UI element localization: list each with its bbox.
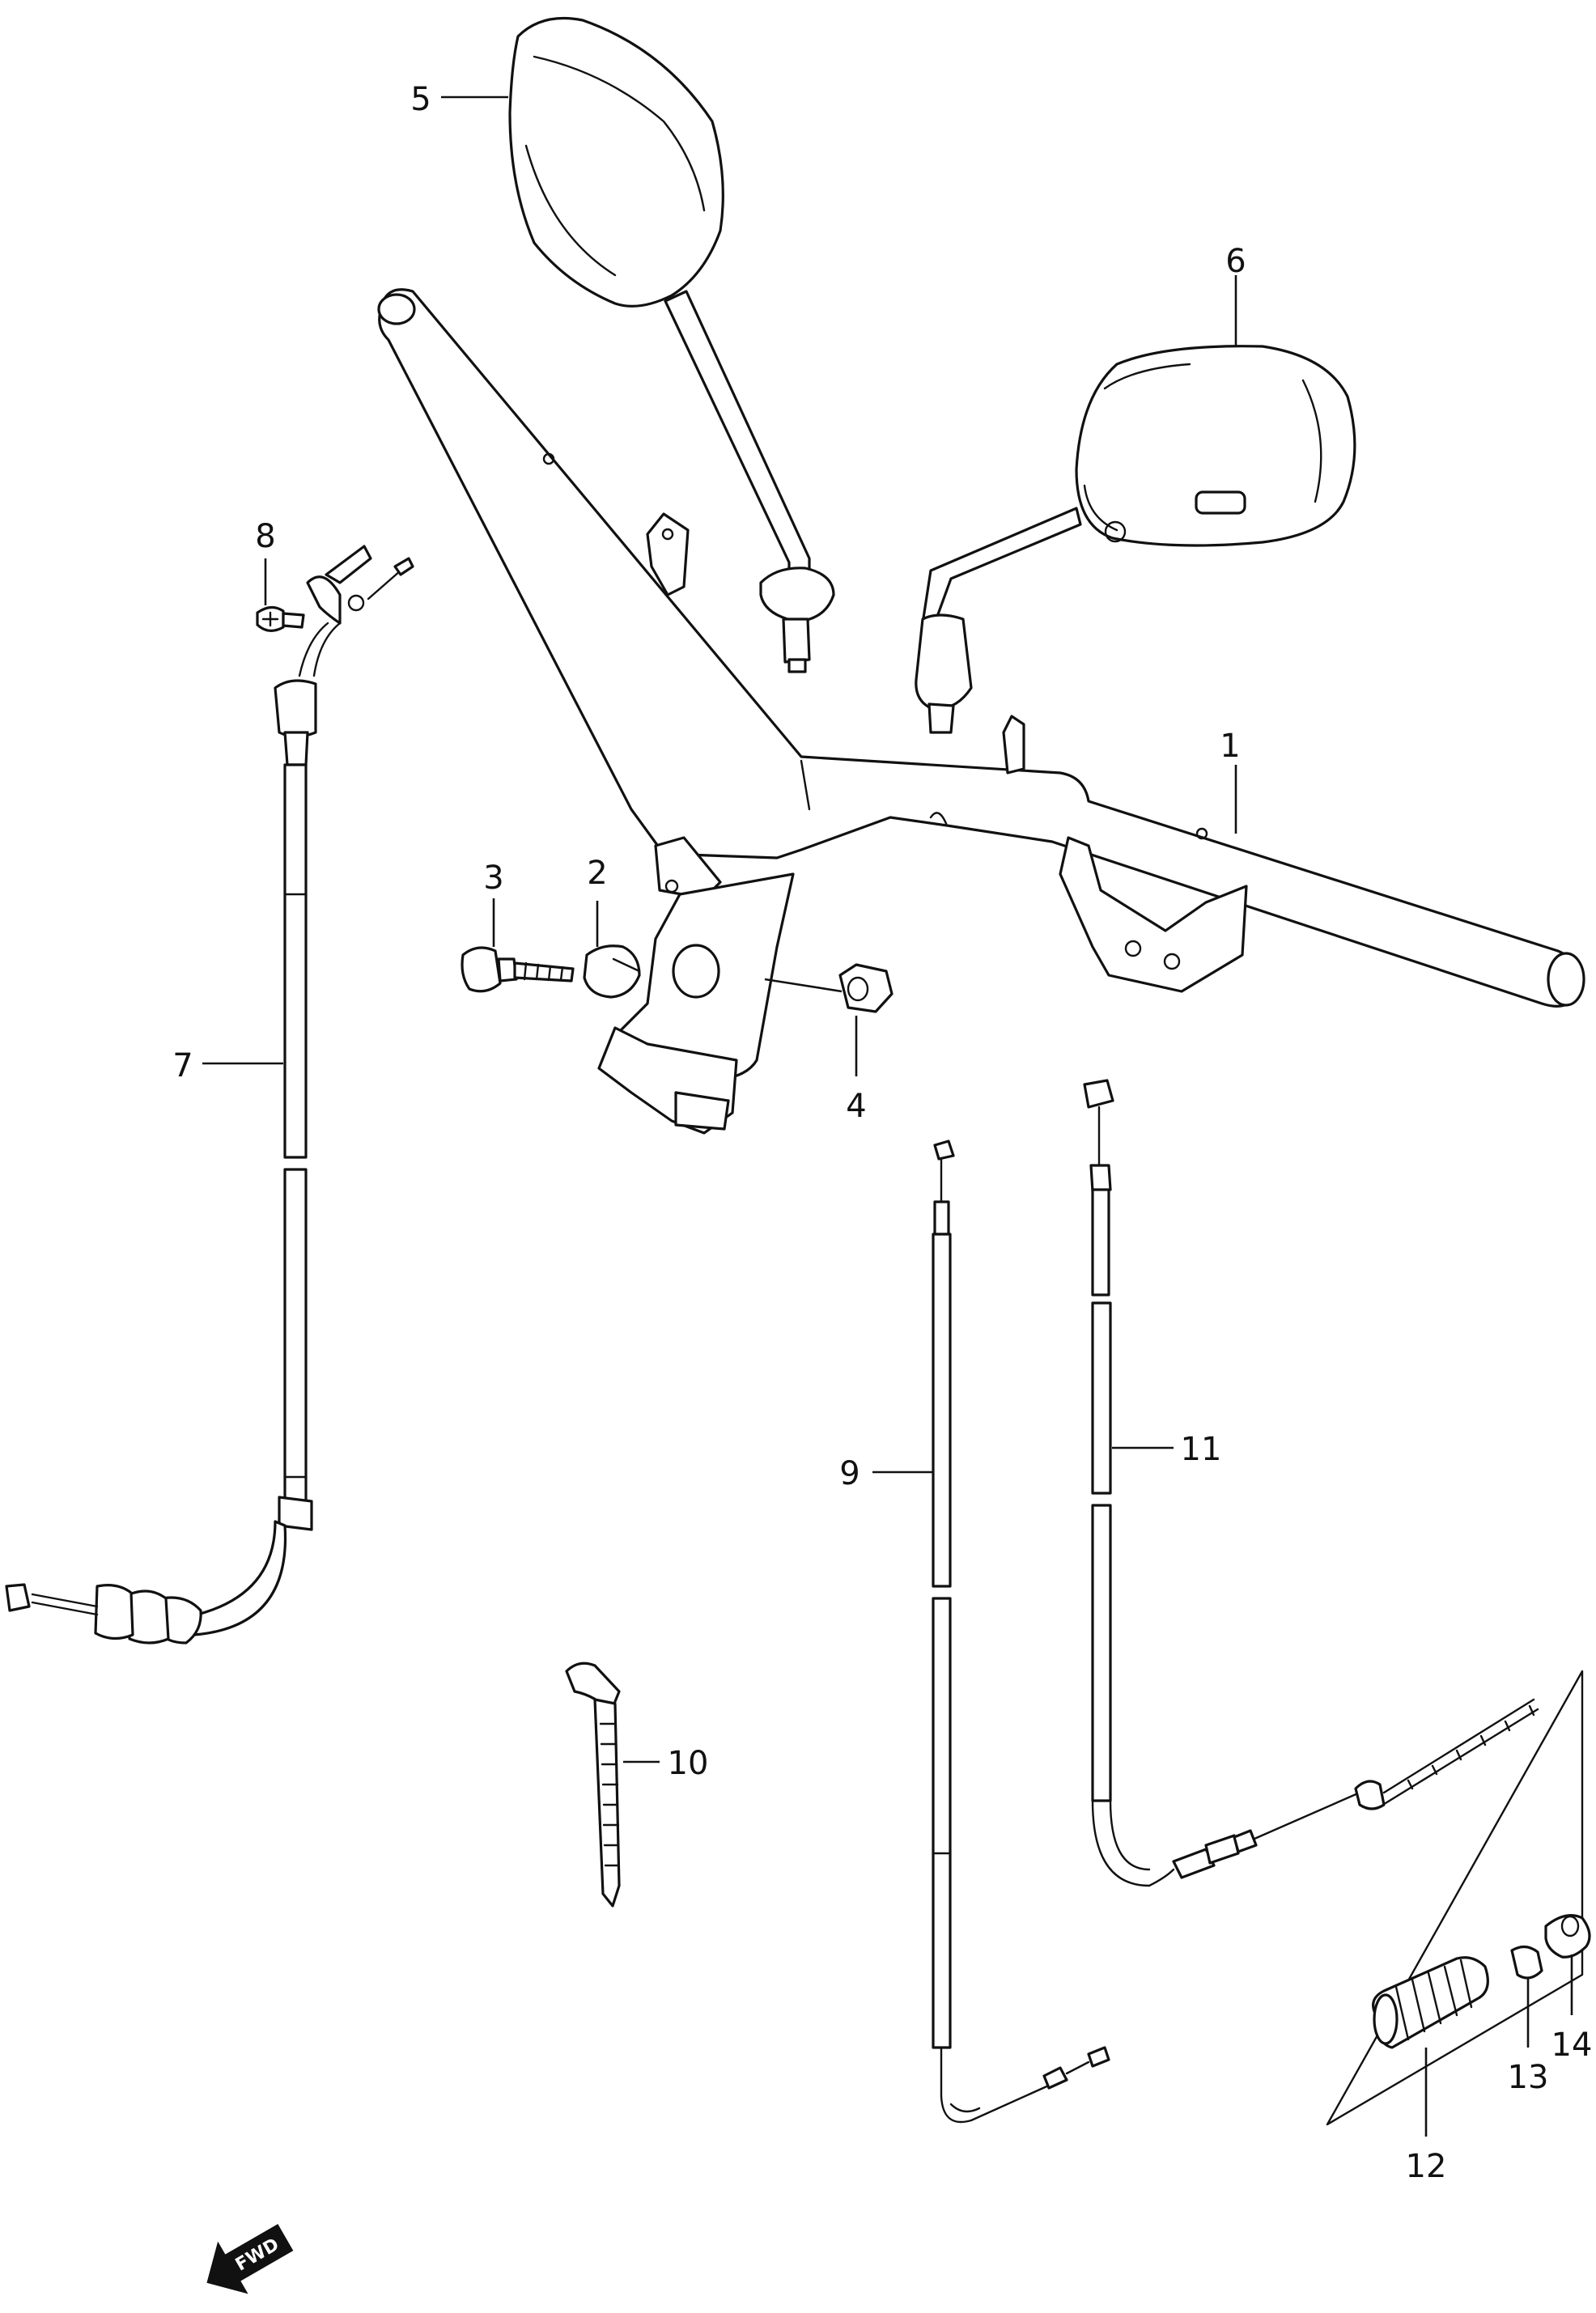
callout-6: 6 [1225,243,1246,280]
arrow-left-down-icon [206,2224,294,2294]
callout-12: 12 [1406,2148,1447,2185]
nut-part[interactable] [838,963,894,1013]
callout-2: 2 [587,855,607,892]
callout-1: 1 [1220,728,1240,765]
clip-13-part[interactable] [1510,1945,1543,1980]
fwd-badge: FWD [206,2224,294,2294]
callout-9: 9 [839,1455,860,1492]
clamp-10-part[interactable] [565,1662,621,1908]
callout-labels: 1 2 3 4 5 6 7 8 9 10 11 12 13 14 [172,81,1592,2185]
handlebar-part[interactable] [377,288,1585,1135]
callout-3: 3 [483,859,503,897]
throttle-cable-part[interactable] [5,545,414,1645]
collar-part[interactable] [583,944,641,999]
cable-9-part[interactable] [932,1140,1110,2124]
callout-10: 10 [668,1745,709,1782]
callout-11: 11 [1181,1431,1222,1468]
screw-part[interactable] [256,605,305,632]
callout-8: 8 [255,518,275,555]
boot-12-part[interactable] [1372,1956,1489,2049]
callout-14: 14 [1551,2027,1593,2064]
bolt-part[interactable] [461,946,575,993]
callout-5: 5 [410,81,431,118]
detail-triangle [1326,1670,1584,2126]
cable-11-part[interactable] [1083,1079,1539,1887]
right-mirror-part[interactable] [915,345,1356,734]
left-mirror-part[interactable] [508,17,835,673]
callout-4: 4 [846,1088,866,1125]
cap-14-part[interactable] [1544,1914,1591,1959]
callout-13: 13 [1508,2059,1549,2096]
callout-7: 7 [172,1047,193,1084]
leader-lines [202,95,1573,2137]
